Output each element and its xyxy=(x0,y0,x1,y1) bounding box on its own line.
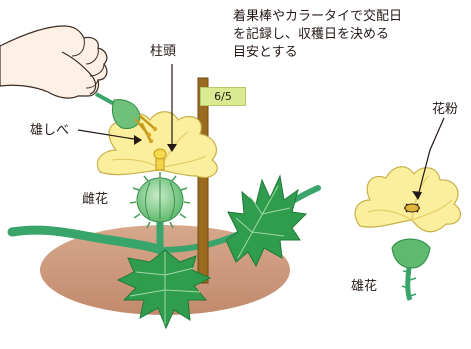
male-flower-in-hand xyxy=(95,92,158,144)
date-tag: 6/5 xyxy=(200,87,246,106)
note-line-3: 目安とする xyxy=(233,45,298,60)
female-flower-label: 雌花 xyxy=(82,192,109,207)
stigma-label: 柱頭 xyxy=(150,44,177,59)
pollen-arrowhead xyxy=(412,191,422,200)
note-line-1: 着果棒やカラータイで交配日 xyxy=(233,9,403,24)
pollen-leader xyxy=(417,117,445,197)
hand xyxy=(0,25,108,99)
annotation-note: 着果棒やカラータイで交配日 を記録し、収穫日を決める 目安とする xyxy=(233,8,402,62)
male-flower xyxy=(354,166,462,301)
note-line-2: を記録し、収穫日を決める xyxy=(233,27,390,42)
marker-stake xyxy=(197,77,209,284)
stamen-arrowhead xyxy=(134,135,142,145)
stamen-leader xyxy=(77,129,141,141)
stamen-label: 雄しべ xyxy=(30,123,70,138)
male-flower-label: 雄花 xyxy=(351,279,378,294)
stigma-arrowhead xyxy=(167,144,177,152)
female-ovary xyxy=(129,172,191,229)
pollen-label: 花粉 xyxy=(432,102,459,117)
stigma xyxy=(153,148,167,171)
vine xyxy=(7,225,165,255)
